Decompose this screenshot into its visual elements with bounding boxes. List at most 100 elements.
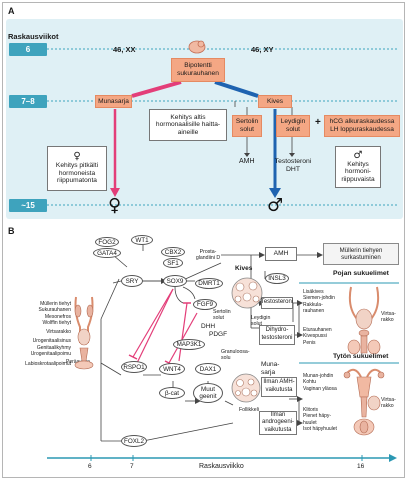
gene-wnt4: WNT4 [159,363,185,375]
follikkeli-label: Follikkeli [239,407,259,413]
indifferent-genitalia-drawing [74,296,94,370]
testis-box: Kives [258,95,292,108]
label-wolffin-tiehyt: Wolffin tiehyt [42,319,71,326]
testosterone-dht-label: Testosteroni DHT [274,158,312,173]
other-genes: Muut geenit [193,383,223,403]
ovary-section-icon [231,373,261,403]
axis-tick-16: 16 [357,463,365,470]
ilman-androgeeni-box: Ilman androgeeni-vaikutusta [259,411,297,435]
axis-tick-6: 6 [88,463,92,470]
gene-sf1: SF1 [163,258,183,268]
effect-lisakives: Lisäkives [303,289,324,295]
panel-a: A Raskausviikot 6 7–8 ~15 4 [3,3,404,223]
panel-a-arrows [47,48,398,206]
karyotype-xx: 46, XX [113,45,136,54]
effect-penis: Penis [303,339,316,346]
gene-rspo1: RSPO1 [121,361,147,373]
female-development-box: ♀ Kehitys pitkälti hormoneista riippumat… [47,146,107,191]
axis-tick-7: 7 [130,463,134,470]
munasarja-label: Muna-sarja [261,361,280,376]
plus-sign: + [315,117,321,128]
testis-section-icon [231,277,263,309]
gene-wt1: WT1 [131,235,153,245]
female-symbol-icon: ♀ [73,151,81,163]
week-badge-6: 6 [9,43,47,56]
sertoli-box: Sertolin solut [232,115,262,137]
panel-a-letter: A [8,6,15,16]
gene-cbx2: CBX2 [161,247,185,257]
left-anatomy-labels: Müllerin tiehyt Sukurauhanen Mesonefros … [7,301,71,368]
label-mesonefros: Mesonefros [44,313,71,320]
hcg-lh-box: hCG alkuraskaudessa LH loppuraskaudessa [324,115,400,137]
effect-klitoris: Klitoris [303,407,319,413]
label-mullerin-tiehyt: Müllerin tiehyt [40,301,71,307]
amh-box: AMH [265,247,297,261]
amh-label: AMH [239,158,255,165]
male-genitalia-drawing [347,286,381,355]
effect-pienet-hapyhuulet: Pienet häpy-huulet [303,413,332,426]
gene-beta-catenin: β-cat [159,387,185,399]
male-virtsarakko-label: Virtsa-rakko [381,311,396,323]
panel-a-title: Raskausviikot [8,32,59,41]
effect-kohtu: Kohtu [303,379,317,386]
week-badge-15: ~15 [9,199,47,212]
sensitive-box: Kehitys altis hormonaalisille haitta-ain… [149,109,227,141]
female-symbol-large: ♀ [108,195,122,216]
axis-label: Raskausviikko [199,463,244,470]
ilman-amh-box: Ilman AMH-vaikutusta [261,377,297,397]
panel-b: B Müllerin tiehyt Sukurauhanen Mesonefro… [3,223,404,479]
week-badge-7-8: 7–8 [9,95,47,108]
prostaglandin-d-label: Prosta-glandiini D [195,249,221,261]
karyotype-xy: 46, XY [251,45,274,54]
label-genitaalikyhmy: Genitaalikyhmy [36,344,71,351]
bipotent-gonad-box: Bipotentti sukurauhanen [171,58,225,82]
male-development-box: ♂ Kehitys hormoni-riippuvaista [335,146,381,188]
testosteroni-box: Testosteroni [261,297,293,309]
effect-rakkularauhanen: Rakkula-rauhanen [303,301,325,314]
label-urogenitaalipoimu: Urogenitaalipoimu [30,351,71,358]
gene-dmrt1: DMRT1 [195,278,223,289]
mullerin-surkastuminen-box: Müllerin tiehyen surkastuminen [323,243,399,265]
dhh-label: DHH [201,323,216,330]
male-development-text: Kehitys hormoni-riippuvaista [341,160,375,183]
ovary-box: Munasarja [95,95,132,108]
dht-box: Dihydro-testosteroni [259,325,295,345]
gene-foxl2: FOXL2 [121,435,147,447]
testosteroni-effects: Lisäkives Siemen-johdin Rakkula-rauhanen [303,289,339,314]
androgen-effects: Klitoris Pienet häpy-huulet Isot häpyhuu… [303,407,341,432]
label-labioskrotaalipoimut: Labioskrotaalipoimut [25,361,71,368]
label-urogenitaalisinus: Urogenitaalisinus [32,338,71,345]
effect-eturauhanen: Eturauhanen [303,327,332,333]
leydig-box: Leydigin solut [276,115,310,137]
female-development-text: Kehitys pitkälti hormoneista riippumaton… [55,162,99,185]
kives-label: Kives [235,265,253,272]
male-symbol-icon: ♂ [353,149,363,161]
granulosa-label: Granuloosa-solu [221,349,250,361]
leydigin-solut-label: Leydigin solut [251,315,271,327]
gene-dax1: DAX1 [195,363,221,375]
embryo-icon [188,40,206,54]
gene-sry: SRY [121,275,143,287]
gene-insl3: INSL3 [265,273,289,284]
pdgf-label: PDGF [209,331,228,338]
effect-siemenjohdin: Siemen-johdin [303,295,335,302]
effect-kivespussi: Kivespussi [303,333,327,340]
gene-map3k1: MAP3K1 [173,339,205,350]
male-symbol-large: ♂ [267,195,284,216]
female-genitalia-drawing [343,368,385,436]
sertolin-solut-label: Sertolin solut [213,309,231,321]
gene-fgf9: FGF9 [193,299,217,310]
female-virtsarakko-label: Virtsa-rakko [381,397,396,409]
amh-effects: Munan-johdin Kohtu Vaginan yläosa [303,373,341,392]
effect-isot-hapyhuulet: Isot häpyhuulet [303,425,337,432]
pojan-sukuelimet-title: Pojan sukuelimet [333,270,389,277]
effect-munanjohdin: Munan-johdin [303,373,334,379]
gene-sox9: SOX9 [163,275,187,287]
label-virtsarakko: Virtsarakko [46,329,71,336]
gene-gata4: GATA4 [93,248,121,258]
effect-vaginan-ylaosa: Vaginan yläosa [303,385,337,392]
tyton-sukuelimet-title: Tytön sukuelimet [333,353,389,360]
label-sukurauhanen: Sukurauhanen [38,307,71,314]
gene-fog2: FOG2 [95,237,119,247]
